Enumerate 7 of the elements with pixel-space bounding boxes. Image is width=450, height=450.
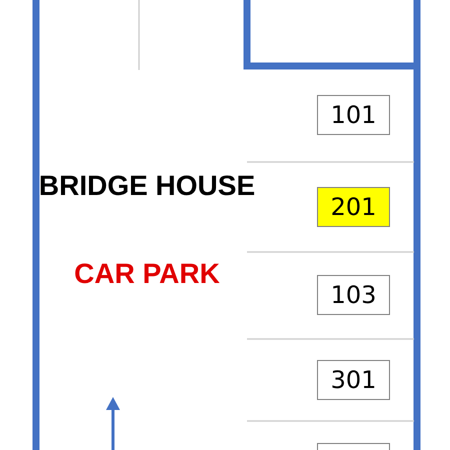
car-park-title: BRIDGE HOUSE xyxy=(38,169,256,203)
bay-number-box xyxy=(317,443,390,450)
bay-number-box: 301 xyxy=(317,360,390,400)
bay-number-box: 103 xyxy=(317,275,390,315)
car-park-subtitle: CAR PARK xyxy=(73,257,221,291)
bay-number-box: 201 xyxy=(317,187,390,227)
bay-number-box: 101 xyxy=(317,95,390,135)
